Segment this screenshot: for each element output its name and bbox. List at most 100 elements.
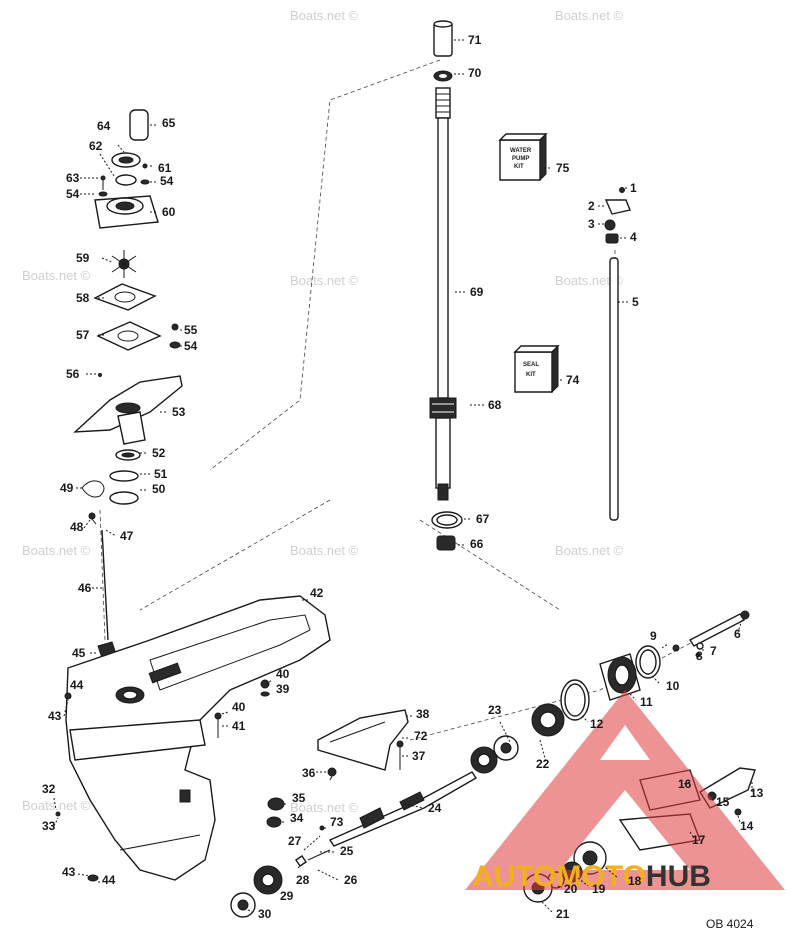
callout-54: 54 xyxy=(184,339,198,353)
kit-text: KIT xyxy=(514,164,524,170)
callout-2: 2 xyxy=(588,199,595,213)
callout-72: 72 xyxy=(414,729,428,743)
logo-text-auto: AUTO xyxy=(472,860,556,893)
leader-line-20 xyxy=(557,885,563,889)
leader-line-62 xyxy=(99,153,115,177)
callout-45: 45 xyxy=(72,646,86,660)
leader-line-16 xyxy=(683,781,691,785)
callout-74: 74 xyxy=(566,373,580,387)
callout-15: 15 xyxy=(716,795,730,809)
callout-20: 20 xyxy=(564,882,578,896)
callout-43: 43 xyxy=(48,709,62,723)
watermark-text: Boats.net © xyxy=(22,798,91,813)
bolt-6 xyxy=(688,613,746,647)
leader-line-29 xyxy=(269,885,277,893)
callout-7: 7 xyxy=(710,644,717,658)
callout-56: 56 xyxy=(66,367,80,381)
callout-17: 17 xyxy=(692,833,706,847)
leader-line-47 xyxy=(105,529,117,537)
callout-65: 65 xyxy=(162,116,176,130)
callout-41: 41 xyxy=(232,719,246,733)
callout-42: 42 xyxy=(310,586,324,600)
callout-50: 50 xyxy=(152,482,166,496)
bushing-71-top xyxy=(433,20,453,28)
callout-9: 9 xyxy=(650,629,657,643)
callout-24: 24 xyxy=(428,801,442,815)
gearcase-housing xyxy=(65,595,331,881)
callout-61: 61 xyxy=(158,161,172,175)
leader-line-40 xyxy=(265,679,273,685)
callout-10: 10 xyxy=(666,679,680,693)
callout-22: 22 xyxy=(536,757,550,771)
callout-54: 54 xyxy=(66,187,80,201)
logo-text-moto: MOTO xyxy=(556,860,645,893)
callout-16: 16 xyxy=(678,777,692,791)
washer-3 xyxy=(604,219,616,231)
callout-28: 28 xyxy=(296,873,310,887)
callout-18: 18 xyxy=(628,874,642,888)
callout-43: 43 xyxy=(62,865,76,879)
leader-lines xyxy=(53,39,753,913)
washer-35 xyxy=(267,797,285,811)
callout-35: 35 xyxy=(292,791,306,805)
kit-text: PUMP xyxy=(512,156,529,162)
shift-rod-5 xyxy=(609,257,619,521)
callout-66: 66 xyxy=(470,537,484,551)
leader-line-17 xyxy=(689,831,695,839)
water-pump-kit-75: WATER PUMP KIT xyxy=(498,132,548,182)
watermarks: Boats.net © Boats.net © Boats.net © Boat… xyxy=(22,8,624,815)
callout-60: 60 xyxy=(162,205,176,219)
callout-26: 26 xyxy=(344,873,358,887)
callout-40: 40 xyxy=(276,667,290,681)
watermark-text: Boats.net © xyxy=(22,268,91,283)
seal-kit-74: SEAL KIT xyxy=(513,344,560,394)
callout-36: 36 xyxy=(302,766,316,780)
callout-4: 4 xyxy=(630,230,637,244)
leader-line-26 xyxy=(317,869,339,881)
leader-line-48 xyxy=(83,519,91,529)
watermark-text: Boats.net © xyxy=(290,273,359,288)
gearcase-hardware xyxy=(55,679,270,882)
callout-51: 51 xyxy=(154,467,168,481)
callout-62: 62 xyxy=(89,139,103,153)
callout-34: 34 xyxy=(290,811,304,825)
callout-63: 63 xyxy=(66,171,80,185)
callout-53: 53 xyxy=(172,405,186,419)
callout-32: 32 xyxy=(42,782,56,796)
watermark-text: Boats.net © xyxy=(290,8,359,23)
callout-48: 48 xyxy=(70,520,84,534)
callout-19: 19 xyxy=(592,882,606,896)
callout-8: 8 xyxy=(696,649,703,663)
connector-2 xyxy=(604,199,631,215)
callout-49: 49 xyxy=(60,481,74,495)
callout-73: 73 xyxy=(330,815,344,829)
seal-62 xyxy=(115,174,137,186)
plate-58 xyxy=(93,283,157,311)
logo-triangle xyxy=(465,690,785,890)
callout-64: 64 xyxy=(97,119,111,133)
watermark-text: Boats.net © xyxy=(555,543,624,558)
kit-text: KIT xyxy=(526,372,536,378)
watermark-text: Boats.net © xyxy=(290,543,359,558)
callout-39: 39 xyxy=(276,682,290,696)
leader-line-30 xyxy=(247,909,253,913)
gasket-49 xyxy=(81,480,105,498)
gasket-57 xyxy=(96,321,162,351)
leader-line-14 xyxy=(737,815,741,823)
callout-38: 38 xyxy=(416,707,430,721)
callout-6: 6 xyxy=(734,627,741,641)
leader-line-21 xyxy=(541,901,553,913)
callout-13: 13 xyxy=(750,786,764,800)
leader-line-64 xyxy=(117,144,125,153)
callout-52: 52 xyxy=(152,446,166,460)
leader-line-28 xyxy=(297,865,301,869)
leader-line-43 xyxy=(63,699,69,717)
watermark-text: Boats.net © xyxy=(22,543,91,558)
nut-4 xyxy=(605,233,619,244)
bushing-66 xyxy=(436,535,456,551)
callout-27: 27 xyxy=(288,834,302,848)
leader-line-24 xyxy=(403,803,425,809)
leader-line-11 xyxy=(629,693,637,701)
callout-75: 75 xyxy=(556,161,570,175)
callout-37: 37 xyxy=(412,749,426,763)
